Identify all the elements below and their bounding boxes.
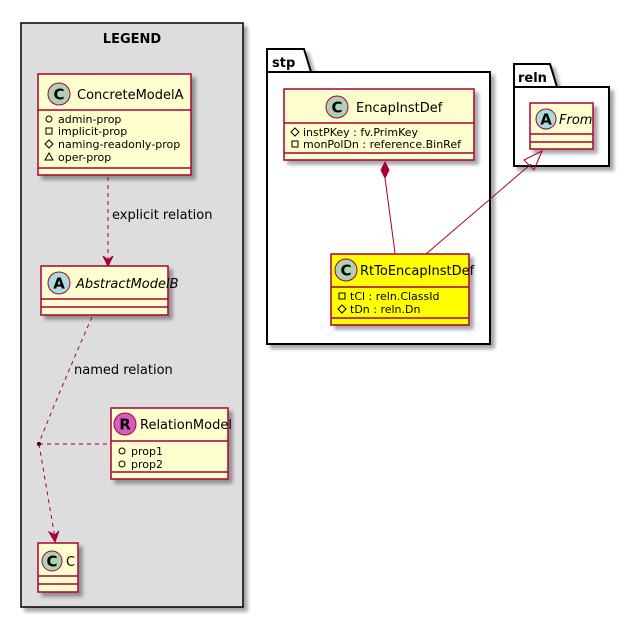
stereotype-letter: C: [331, 99, 342, 117]
edge-explicit-relation: explicit relation: [102, 177, 212, 268]
class-name: RelationModel: [140, 418, 232, 433]
class-stereotype-c-icon: [47, 82, 71, 106]
class-rt-to-encap-inst-def[interactable]: C RtToEncapInstDef tCl : reln.ClassId tD…: [330, 253, 475, 326]
edge-inheritance: [425, 149, 543, 255]
class-name: ConcreteModelA: [77, 88, 184, 103]
member-admin-prop: admin-prop: [58, 113, 121, 126]
stereotype-letter: C: [340, 262, 351, 280]
named-relation-label: named relation: [74, 363, 173, 378]
abstract-stereotype-a-icon: [47, 271, 71, 295]
class-name: C: [66, 555, 75, 570]
member-inst-pkey: instPKey : fv.PrimKey: [303, 126, 419, 139]
package-visibility-icon: [44, 151, 54, 161]
public-visibility-icon: [118, 447, 126, 455]
member-mon-pol-dn: monPolDn : reference.BinRef: [303, 138, 462, 151]
member-naming-readonly-prop: naming-readonly-prop: [58, 138, 180, 151]
class-name: EncapInstDef: [356, 101, 443, 116]
class-name: AbstractModelB: [75, 277, 179, 292]
public-visibility-icon: [118, 460, 126, 468]
stereotype-letter: A: [540, 111, 552, 129]
member-prop1: prop1: [131, 445, 163, 458]
member-prop2: prop2: [131, 458, 163, 471]
class-encap-inst-def[interactable]: C EncapInstDef instPKey : fv.PrimKey mon…: [283, 88, 475, 161]
public-visibility-icon: [45, 115, 53, 123]
class-name: RtToEncapInstDef: [360, 264, 475, 279]
member-oper-prop: oper-prop: [58, 151, 111, 164]
member-tcl: tCl : reln.ClassId: [350, 290, 440, 303]
class-c[interactable]: C C: [37, 542, 79, 593]
protected-visibility-icon: [337, 304, 347, 314]
class-relation-model[interactable]: R RelationModel prop1 prop2: [110, 407, 232, 480]
class-stereotype-c-icon: [325, 95, 349, 119]
abstract-stereotype-a-icon: [535, 108, 557, 130]
member-tdn: tDn : reln.Dn: [350, 303, 420, 316]
class-name: From: [559, 113, 592, 128]
stereotype-letter: C: [53, 86, 64, 104]
legend-title: LEGEND: [103, 32, 162, 47]
class-stereotype-c-icon: [41, 550, 63, 572]
explicit-relation-label: explicit relation: [112, 208, 212, 223]
private-visibility-icon: [45, 127, 53, 135]
protected-visibility-icon: [44, 139, 54, 149]
stereotype-letter: C: [46, 553, 57, 571]
class-abstract-model-b[interactable]: A AbstractModelB: [40, 265, 179, 316]
class-from[interactable]: A From: [529, 102, 594, 150]
protected-visibility-icon: [290, 127, 300, 137]
stereotype-letter: R: [119, 416, 131, 434]
class-concrete-model-a[interactable]: C ConcreteModelA admin-prop implicit-pro…: [37, 73, 192, 176]
private-visibility-icon: [291, 140, 299, 148]
package-title: reln: [518, 71, 547, 86]
private-visibility-icon: [338, 292, 346, 300]
member-implicit-prop: implicit-prop: [58, 125, 127, 138]
relation-stereotype-r-icon: [113, 412, 137, 436]
package-title: stp: [272, 56, 295, 71]
stereotype-letter: A: [53, 275, 65, 293]
edge-named-relation: named relation: [37, 316, 173, 544]
class-stereotype-c-icon: [334, 258, 358, 282]
edge-composition: [380, 160, 396, 254]
